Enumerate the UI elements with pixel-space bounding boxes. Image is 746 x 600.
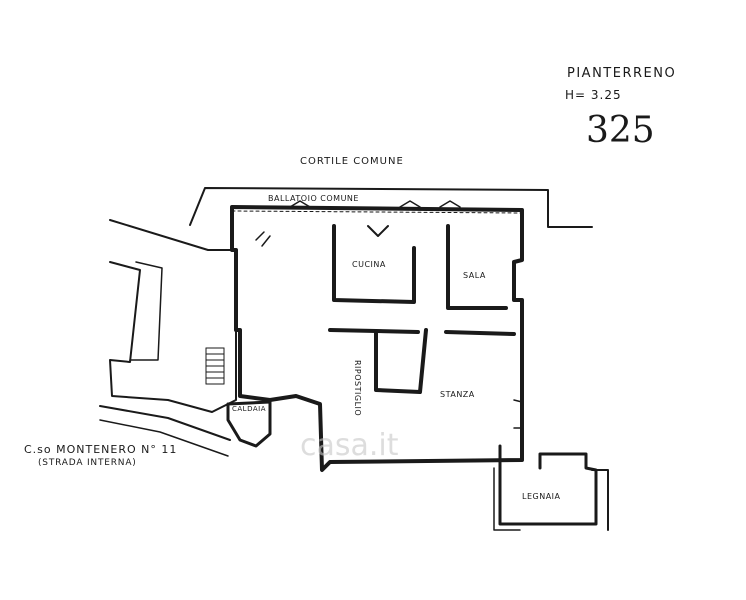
plan-title: PIANTERRENO	[567, 66, 677, 81]
ceiling-height: H= 3.25	[565, 88, 622, 102]
left-building-inner	[129, 261, 163, 361]
room-label-kitchen: CUCINA	[352, 260, 386, 269]
boiler-room	[226, 400, 272, 448]
living-walls	[446, 224, 508, 310]
street-wall	[99, 405, 231, 441]
balcony-line	[231, 210, 523, 214]
corridor-walls	[328, 328, 420, 334]
watermark-logo: casa.it	[300, 428, 399, 463]
room-label-room: STANZA	[440, 390, 475, 399]
right-ticks	[513, 399, 523, 429]
stairs	[205, 347, 225, 385]
street-label: (STRADA INTERNA)	[38, 458, 137, 468]
door-arrow	[367, 225, 389, 237]
kitchen-walls	[332, 224, 416, 304]
balcony-label: BALLATOIO COMUNE	[268, 194, 359, 203]
courtyard-label: CORTILE COMUNE	[300, 156, 404, 167]
woodshed-right	[591, 469, 609, 531]
plan-number: 325	[586, 110, 655, 151]
left-building	[109, 219, 237, 413]
street-wall-lower	[99, 419, 229, 457]
room-label-closet: RIPOSTIGLIO	[353, 360, 362, 417]
room-walls	[444, 330, 516, 336]
hatch-marks	[255, 231, 271, 247]
address-label: C.so MONTENERO N° 11	[24, 443, 178, 456]
window-marks	[289, 200, 461, 208]
woodshed-outline	[498, 444, 598, 526]
woodshed-stub	[493, 467, 521, 531]
room-label-boiler: CALDAIA	[232, 405, 266, 413]
courtyard-boundary	[189, 187, 593, 228]
closet-walls	[374, 328, 428, 394]
room-label-living: SALA	[463, 271, 486, 280]
room-label-woodshed: LEGNAIA	[522, 492, 561, 501]
